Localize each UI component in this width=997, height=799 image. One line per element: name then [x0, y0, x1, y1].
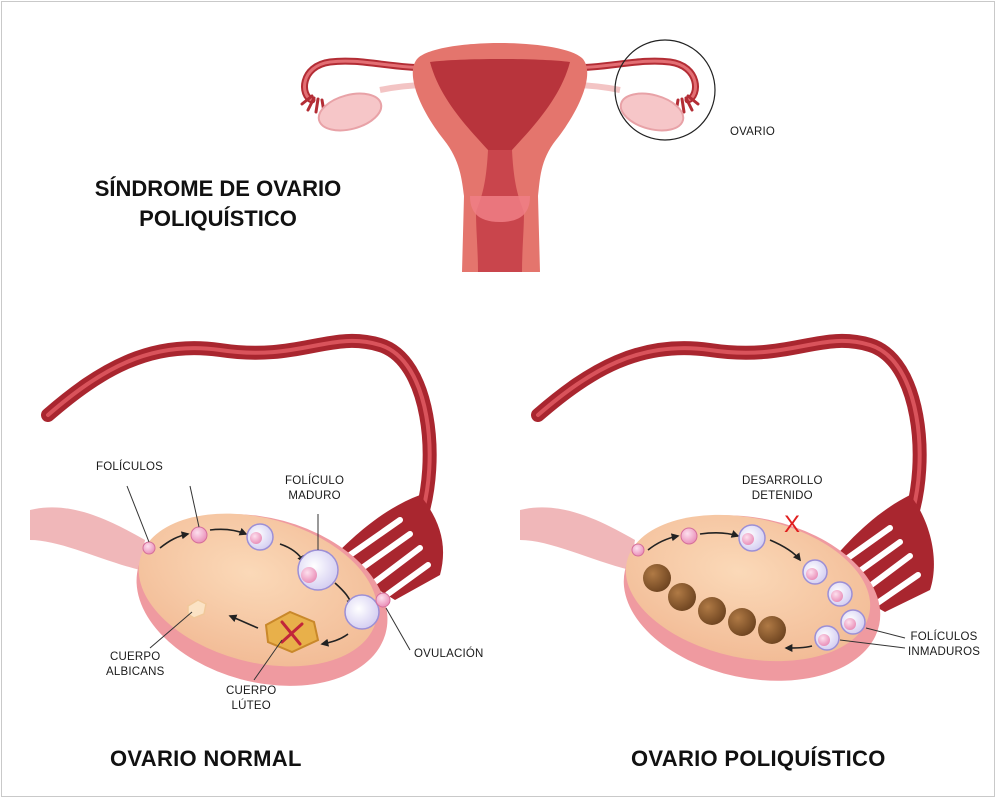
label-desarrollo-line1: DESARROLLO: [742, 474, 823, 489]
page-title: SÍNDROME DE OVARIO POLIQUÍSTICO: [70, 174, 366, 234]
normal-ovarian-ligament: [30, 507, 145, 570]
label-cuerpo-albicans: CUERPO ALBICANS: [106, 650, 164, 680]
polycystic-ovary-diagram: [520, 341, 934, 703]
normal-ovary-diagram: [30, 341, 443, 712]
uterus-diagram: [302, 40, 715, 272]
label-inmaduros-line1: FOLÍCULOS: [908, 630, 980, 645]
label-foliculo-maduro-line1: FOLÍCULO: [285, 474, 344, 489]
label-inmaduros-line2: INMADUROS: [908, 645, 980, 660]
pco-ovarian-ligament: [520, 507, 635, 570]
label-desarrollo-line2: DETENIDO: [742, 489, 823, 504]
label-foliculos: FOLÍCULOS: [96, 460, 163, 475]
label-foliculo-maduro-line2: MADURO: [285, 489, 344, 504]
ovulating-follicle: [345, 595, 379, 629]
normal-ovary-title: OVARIO NORMAL: [110, 746, 302, 772]
released-egg: [376, 593, 390, 607]
polycystic-ovary-title: OVARIO POLIQUÍSTICO: [631, 746, 886, 772]
label-foliculo-maduro: FOLÍCULO MADURO: [285, 474, 344, 504]
pco-fallopian-tube: [538, 341, 920, 520]
page-title-line2: POLIQUÍSTICO: [70, 204, 366, 234]
label-ovulacion: OVULACIÓN: [414, 647, 484, 662]
page-title-line1: SÍNDROME DE OVARIO: [70, 174, 366, 204]
right-ovary: [617, 87, 688, 136]
stop-x-icon: X: [784, 512, 800, 538]
label-cuerpo-luteo-line1: CUERPO: [226, 684, 276, 699]
primordial-follicle: [143, 542, 155, 554]
normal-fallopian-tube: [48, 341, 430, 520]
label-cuerpo-luteo: CUERPO LÚTEO: [226, 684, 276, 714]
label-cuerpo-albicans-line1: CUERPO: [106, 650, 164, 665]
label-ovario: OVARIO: [730, 125, 775, 140]
label-foliculos-inmaduros: FOLÍCULOS INMADUROS: [908, 630, 980, 660]
left-ovary: [315, 87, 386, 136]
label-desarrollo-detenido: DESARROLLO DETENIDO: [742, 474, 823, 504]
primary-follicle: [191, 527, 207, 543]
label-cuerpo-luteo-line2: LÚTEO: [226, 699, 276, 714]
label-cuerpo-albicans-line2: ALBICANS: [106, 665, 164, 680]
